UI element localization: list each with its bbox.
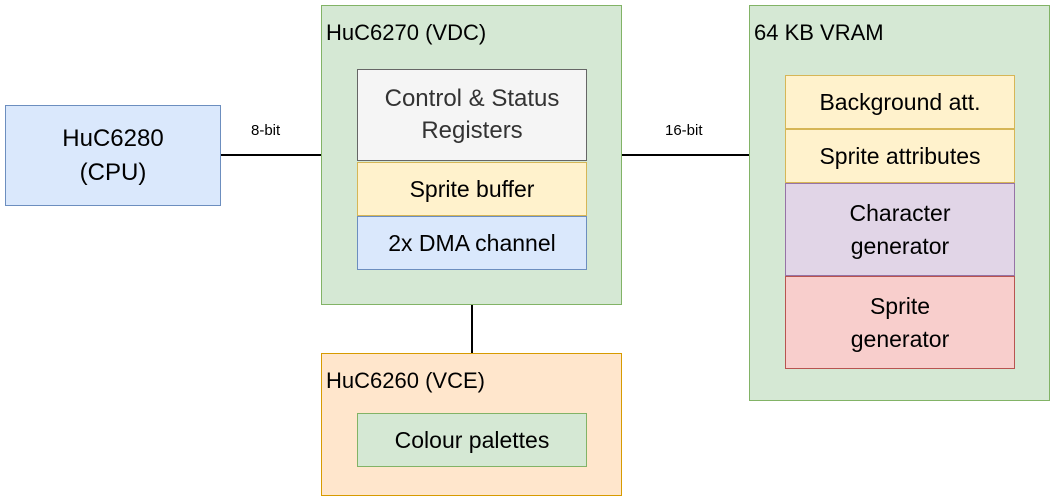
vdc-title: HuC6270 (VDC) [326,20,487,45]
cpu-vdc-connector [221,154,321,156]
vce-title: HuC6260 (VCE) [326,368,485,393]
sprite-generator: Sprite generator [785,276,1015,369]
sprite-buffer-label: Sprite buffer [409,175,535,202]
control-status-registers: Control & Status Registers [357,69,587,161]
registers-label-line2: Registers [421,117,523,144]
character-generator-line2: generator [850,232,950,259]
sprite-attributes: Sprite attributes [785,129,1015,183]
vram-title: 64 KB VRAM [754,20,884,45]
background-attributes-label: Background att. [819,88,981,115]
dma-channel-label: 2x DMA channel [388,229,556,256]
colour-palettes-label: Colour palettes [394,426,550,453]
registers-label-line1: Control & Status [384,85,560,112]
colour-palettes: Colour palettes [357,413,587,467]
vdc-vram-connector [622,154,749,156]
cpu-vdc-bus-label: 8-bit [251,122,281,139]
character-generator: Character generator [785,183,1015,276]
sprite-generator-line2: generator [850,325,950,352]
cpu-block: HuC6280 (CPU) [5,105,221,206]
background-attributes: Background att. [785,75,1015,129]
sprite-attributes-label: Sprite attributes [819,142,981,169]
cpu-name: HuC6280 [62,124,164,152]
vdc-vram-bus-label: 16-bit [665,122,703,139]
dma-channel: 2x DMA channel [357,216,587,270]
sprite-buffer: Sprite buffer [357,162,587,216]
character-generator-line1: Character [849,199,951,226]
vdc-vce-connector [471,305,473,353]
sprite-generator-line1: Sprite [869,292,931,319]
cpu-role: (CPU) [79,158,147,186]
